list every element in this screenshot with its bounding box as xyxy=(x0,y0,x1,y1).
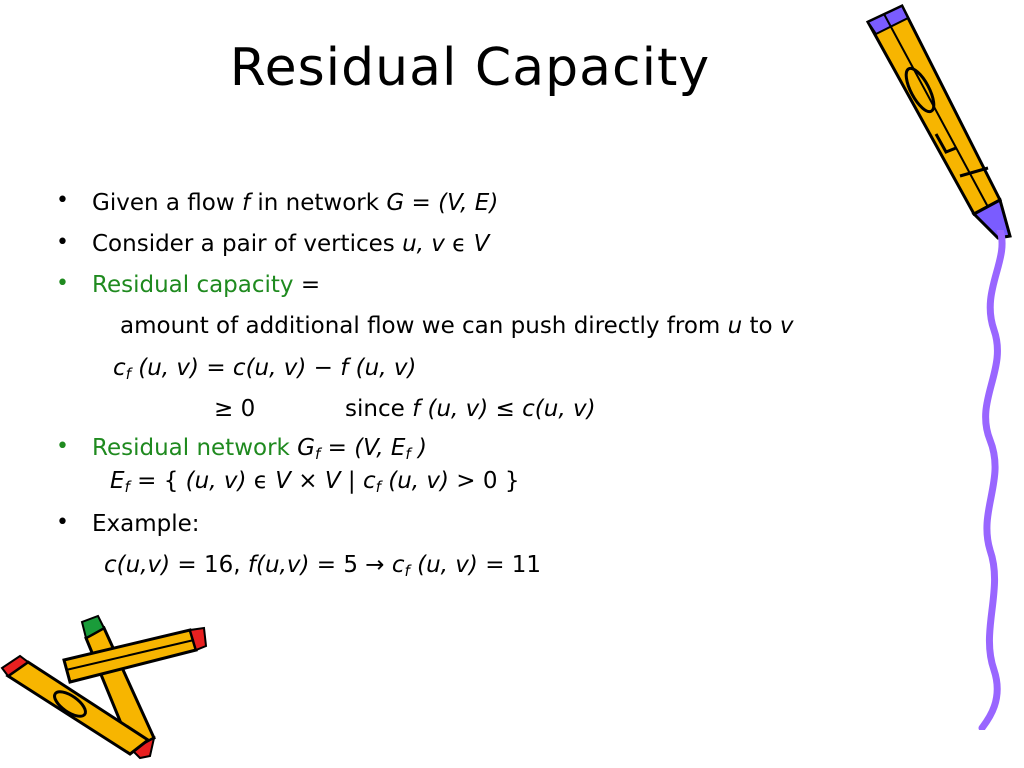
crossed-crayons-icon xyxy=(0,614,208,760)
line-definition: amount of additional flow we can push di… xyxy=(120,313,794,339)
slide-title: Residual Capacity xyxy=(229,38,711,98)
line-pair-vertices: Consider a pair of vertices u, v ϵ V xyxy=(92,231,490,257)
line-cf-formula: cf (u, v) = c(u, v) − f (u, v) xyxy=(113,355,417,383)
line-example: Example: xyxy=(92,511,200,537)
line-given-flow: Given a flow f in network G = (V, E) xyxy=(92,190,499,216)
term-residual-capacity: Residual capacity xyxy=(92,272,294,298)
bullet-1: • xyxy=(56,188,69,213)
line-nonnegative: ≥ 0 xyxy=(214,396,256,422)
term-residual-network: Residual network xyxy=(92,435,298,461)
bullet-4: • xyxy=(56,434,69,459)
line-residual-network: Residual network Gf = (V, Ef ) xyxy=(92,435,427,463)
line-residual-capacity: Residual capacity = xyxy=(92,272,321,298)
bullet-2: • xyxy=(56,230,69,255)
line-ef-set: Ef = { (u, v) ϵ V × V | cf (u, v) > 0 } xyxy=(110,468,520,496)
bullet-5: • xyxy=(56,510,69,535)
squiggle-decoration xyxy=(978,230,1006,730)
line-example-formula: c(u,v) = 16, f(u,v) = 5 → cf (u, v) = 11 xyxy=(104,552,542,580)
crayon-icon xyxy=(865,4,1012,240)
bullet-3: • xyxy=(56,271,69,296)
line-since: since f (u, v) ≤ c(u, v) xyxy=(345,396,596,422)
